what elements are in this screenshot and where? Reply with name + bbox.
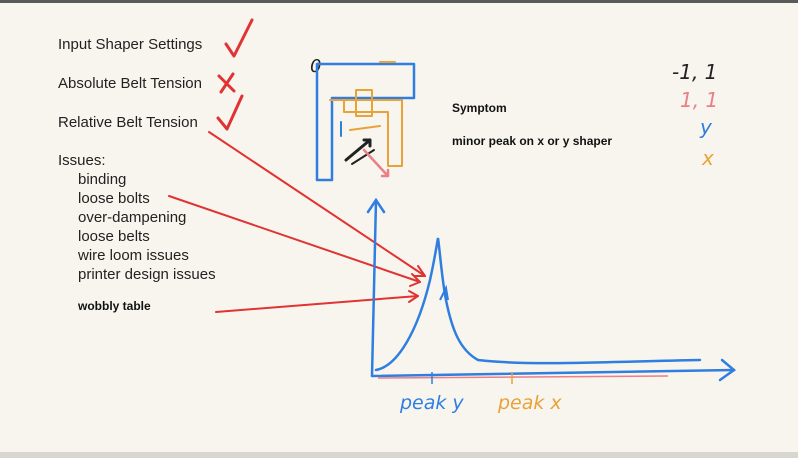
legend-orange-label: x	[702, 146, 714, 170]
resonance-curve	[374, 237, 702, 372]
issue-item: printer design issues	[78, 266, 216, 283]
issue-item: loose belts	[78, 228, 150, 245]
issue-item: binding	[78, 171, 127, 188]
cross-mark-icon	[217, 72, 236, 94]
top-border	[0, 0, 798, 3]
graph-label-peak-y: peak y	[400, 392, 464, 414]
legend-blue-label: y	[700, 115, 712, 139]
diagram-corner-label: 0	[310, 56, 322, 77]
check-mark-icon	[216, 94, 244, 131]
graph-axes	[366, 197, 737, 382]
setting-relative-belt-tension: Relative Belt Tension	[58, 114, 198, 131]
bottom-border	[0, 452, 798, 458]
red-arrows	[168, 131, 426, 313]
issue-item: loose bolts	[78, 190, 150, 207]
issues-heading: Issues:	[58, 152, 106, 169]
symptom-title: Symptom	[452, 101, 507, 115]
issue-item: over-dampening	[78, 209, 187, 226]
check-mark-icon	[224, 18, 254, 58]
issue-item: wire loom issues	[78, 247, 189, 264]
legend-pink-label: 1, 1	[680, 88, 719, 112]
issue-wobbly-table: wobbly table	[78, 299, 151, 313]
graph-baseline	[377, 375, 669, 379]
printer-frame-diagram	[315, 61, 416, 182]
legend-black-label: -1, 1	[672, 60, 718, 84]
graph-label-peak-x: peak x	[498, 392, 562, 414]
symptom-description: minor peak on x or y shaper	[452, 134, 613, 148]
setting-absolute-belt-tension: Absolute Belt Tension	[58, 75, 202, 92]
resonance-curve-secondary	[439, 284, 449, 301]
setting-input-shaper: Input Shaper Settings	[58, 36, 203, 53]
